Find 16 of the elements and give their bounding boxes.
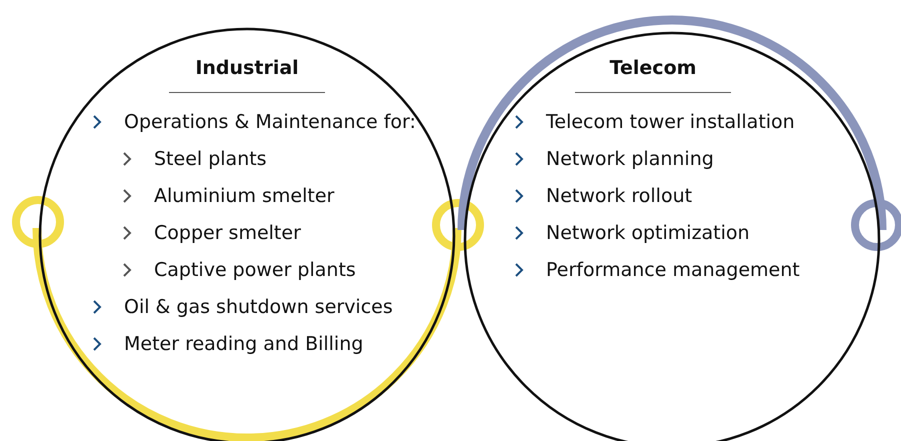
list-item: Network optimization	[546, 221, 750, 245]
list-item: Aluminium smelter	[154, 184, 334, 208]
list-item: Network rollout	[546, 184, 692, 208]
list-item: Performance management	[546, 258, 800, 282]
list-item: Telecom tower installation	[546, 110, 795, 134]
list-item: Steel plants	[154, 147, 267, 171]
list-item: Meter reading and Billing	[124, 332, 364, 356]
circle-panel	[464, 32, 880, 441]
list-item: Oil & gas shutdown services	[124, 295, 393, 319]
list-item: Network planning	[546, 147, 714, 171]
heading: Telecom	[610, 56, 696, 80]
circle-panel	[39, 28, 455, 441]
list-item: Copper smelter	[154, 221, 301, 245]
list-item: Captive power plants	[154, 258, 356, 282]
heading: Industrial	[195, 56, 299, 80]
list-item: Operations & Maintenance for:	[124, 110, 416, 134]
